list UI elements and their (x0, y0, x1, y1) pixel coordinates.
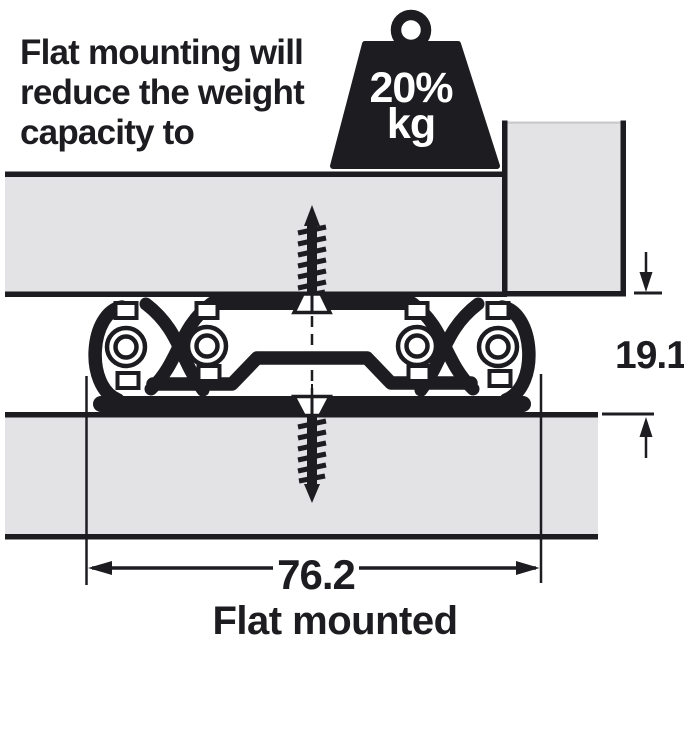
side-panel-bottom-edge (502, 291, 626, 297)
dimension-width (85, 374, 543, 585)
headline: Flat mounting will reduce the weight cap… (20, 33, 305, 153)
arrowhead-down-icon (639, 272, 653, 292)
left-outer-hook (88, 300, 129, 407)
weight-percent: 20% (369, 64, 453, 112)
side-panel-left-edge (502, 120, 508, 297)
headline-line-2: reduce the weight (20, 73, 305, 112)
weight-ring (390, 9, 432, 51)
arrowhead-up-icon (639, 417, 653, 437)
caption: Flat mounted (212, 599, 458, 643)
side-panel-top-edge (507, 121, 621, 124)
ball-bearing-4 (476, 325, 520, 369)
dimension-height-value: 19.1 (615, 334, 684, 377)
headline-line-3: capacity to (20, 113, 195, 152)
arrowhead-left-icon (88, 561, 112, 575)
weight-label: 20% kg (351, 64, 471, 148)
weight-unit: kg (386, 100, 436, 148)
dimension-width-value: 76.2 (277, 551, 356, 598)
screw-upper-icon (291, 205, 333, 315)
lower-board (5, 412, 598, 540)
upper-board (5, 171, 507, 297)
right-outer-hook (495, 300, 536, 407)
headline-line-1: Flat mounting will (20, 33, 304, 72)
lower-board-bottom-edge (5, 534, 598, 540)
weight-body (330, 41, 500, 169)
intermediate-rail-profile (146, 351, 478, 391)
ball-bearing-1 (104, 325, 148, 369)
weight-icon (330, 9, 500, 169)
side-panel-right-edge (620, 120, 626, 297)
dimension-height (602, 252, 662, 458)
lower-board-top-edge (5, 412, 598, 418)
ball-bearing-2 (185, 324, 229, 368)
screw-lower-icon (291, 384, 333, 503)
upper-board-top-edge (5, 171, 507, 177)
ball-bearing-3 (395, 324, 439, 368)
side-panel (502, 120, 626, 297)
arrowhead-right-icon (516, 561, 540, 575)
